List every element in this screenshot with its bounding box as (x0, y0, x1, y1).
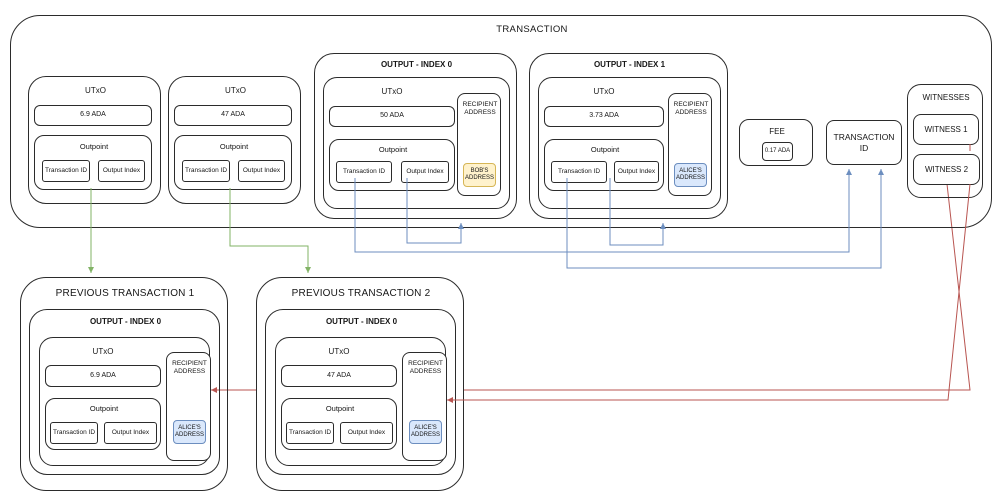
utxo-label: UTxO (92, 347, 114, 356)
transaction-id-box: TRANSACTION ID (826, 120, 902, 165)
output-0-title: OUTPUT - INDEX 0 (380, 60, 453, 69)
output-1-utxo: UTxO 3.73 ADA Outpoint Transaction ID Ou… (538, 77, 721, 209)
prev2-recipient-address: RECIPIENT ADDRESS ALICE'S ADDRESS (402, 352, 447, 461)
outpoint-label: Outpoint (219, 142, 249, 151)
output-1-title: OUTPUT - INDEX 1 (593, 60, 666, 69)
output-1-transaction-id-chip: Transaction ID (551, 161, 607, 183)
output-0-container: OUTPUT - INDEX 0 UTxO 50 ADA Outpoint Tr… (314, 53, 517, 219)
fee-box: FEE 0.17 ADA (739, 119, 813, 166)
prev2-outpoint: Outpoint Transaction ID Output Index (281, 398, 397, 450)
input-utxo-1: UTxO 6.9 ADA Outpoint Transaction ID Out… (28, 76, 161, 204)
outpoint-label: Outpoint (89, 404, 119, 413)
output-0-recipient-address: RECIPIENT ADDRESS BOB'S ADDRESS (457, 93, 501, 196)
recipient-address-label: RECIPIENT ADDRESS (673, 101, 709, 116)
input-2-amount: 47 ADA (174, 105, 292, 126)
prev1-output-index-chip: Output Index (104, 422, 157, 444)
witness-2: WITNESS 2 (913, 154, 980, 185)
prev2-output-container: OUTPUT - INDEX 0 UTxO 47 ADA Outpoint Tr… (265, 309, 456, 475)
outpoint-label: Outpoint (325, 404, 355, 413)
utxo-label: UTxO (328, 347, 350, 356)
input-1-transaction-id-chip: Transaction ID (42, 160, 90, 182)
recipient-address-label: RECIPIENT ADDRESS (172, 360, 207, 375)
fee-amount-chip: 0.17 ADA (762, 142, 793, 161)
previous-transaction-2: PREVIOUS TRANSACTION 2 OUTPUT - INDEX 0 … (256, 277, 464, 491)
output-0-outpoint: Outpoint Transaction ID Output Index (329, 139, 455, 191)
input-1-outpoint: Outpoint Transaction ID Output Index (34, 135, 152, 190)
output-1-recipient-address: RECIPIENT ADDRESS ALICE'S ADDRESS (668, 93, 712, 196)
utxo-label: UTxO (85, 86, 106, 95)
input-2-outpoint: Outpoint Transaction ID Output Index (174, 135, 292, 190)
transaction-container: TRANSACTION UTxO 6.9 ADA Outpoint Transa… (10, 15, 992, 228)
output-1-container: OUTPUT - INDEX 1 UTxO 3.73 ADA Outpoint … (529, 53, 728, 219)
prev1-outpoint: Outpoint Transaction ID Output Index (45, 398, 161, 450)
outpoint-label: Outpoint (378, 145, 408, 154)
prev2-output-title: OUTPUT - INDEX 0 (325, 317, 398, 326)
witnesses-title: WITNESSES (922, 93, 970, 102)
utxo-label: UTxO (225, 86, 246, 95)
prev2-utxo: UTxO 47 ADA Outpoint Transaction ID Outp… (275, 337, 447, 466)
recipient-address-label: RECIPIENT ADDRESS (462, 101, 498, 116)
transaction-title: TRANSACTION (496, 24, 568, 35)
output-1-output-index-chip: Output Index (614, 161, 659, 183)
prev1-output-container: OUTPUT - INDEX 0 UTxO 6.9 ADA Outpoint T… (29, 309, 220, 475)
recipient-address-label: RECIPIENT ADDRESS (408, 360, 443, 375)
prev2-transaction-id-chip: Transaction ID (286, 422, 334, 444)
fee-label: FEE (769, 127, 785, 136)
input-utxo-2: UTxO 47 ADA Outpoint Transaction ID Outp… (168, 76, 301, 204)
prev2-output-index-chip: Output Index (340, 422, 393, 444)
output-0-output-index-chip: Output Index (401, 161, 449, 183)
previous-transaction-2-title: PREVIOUS TRANSACTION 2 (291, 288, 431, 299)
previous-transaction-1-title: PREVIOUS TRANSACTION 1 (55, 288, 195, 299)
utxo-label: UTxO (381, 87, 403, 96)
utxo-label: UTxO (593, 87, 615, 96)
prev1-transaction-id-chip: Transaction ID (50, 422, 98, 444)
input-1-amount: 6.9 ADA (34, 105, 152, 126)
input-2-transaction-id-chip: Transaction ID (182, 160, 230, 182)
prev1-output-title: OUTPUT - INDEX 0 (89, 317, 162, 326)
witness-1: WITNESS 1 (913, 114, 979, 145)
input-1-output-index-chip: Output Index (98, 160, 145, 182)
prev1-amount: 6.9 ADA (45, 365, 161, 387)
alices-address-chip-prev2: ALICE'S ADDRESS (409, 420, 442, 444)
outpoint-label: Outpoint (79, 142, 109, 151)
output-1-outpoint: Outpoint Transaction ID Output Index (544, 139, 664, 191)
witnesses-box: WITNESSES WITNESS 1 WITNESS 2 (907, 84, 983, 198)
input-2-output-index-chip: Output Index (238, 160, 285, 182)
output-0-amount: 50 ADA (329, 106, 455, 127)
alices-address-chip-prev1: ALICE'S ADDRESS (173, 420, 206, 444)
previous-transaction-1: PREVIOUS TRANSACTION 1 OUTPUT - INDEX 0 … (20, 277, 228, 491)
bobs-address-chip: BOB'S ADDRESS (463, 163, 496, 187)
prev1-recipient-address: RECIPIENT ADDRESS ALICE'S ADDRESS (166, 352, 211, 461)
output-0-transaction-id-chip: Transaction ID (336, 161, 392, 183)
output-0-utxo: UTxO 50 ADA Outpoint Transaction ID Outp… (323, 77, 510, 209)
alices-address-chip-output1: ALICE'S ADDRESS (674, 163, 707, 187)
output-1-amount: 3.73 ADA (544, 106, 664, 127)
prev1-utxo: UTxO 6.9 ADA Outpoint Transaction ID Out… (39, 337, 211, 466)
prev2-amount: 47 ADA (281, 365, 397, 387)
outpoint-label: Outpoint (590, 145, 620, 154)
